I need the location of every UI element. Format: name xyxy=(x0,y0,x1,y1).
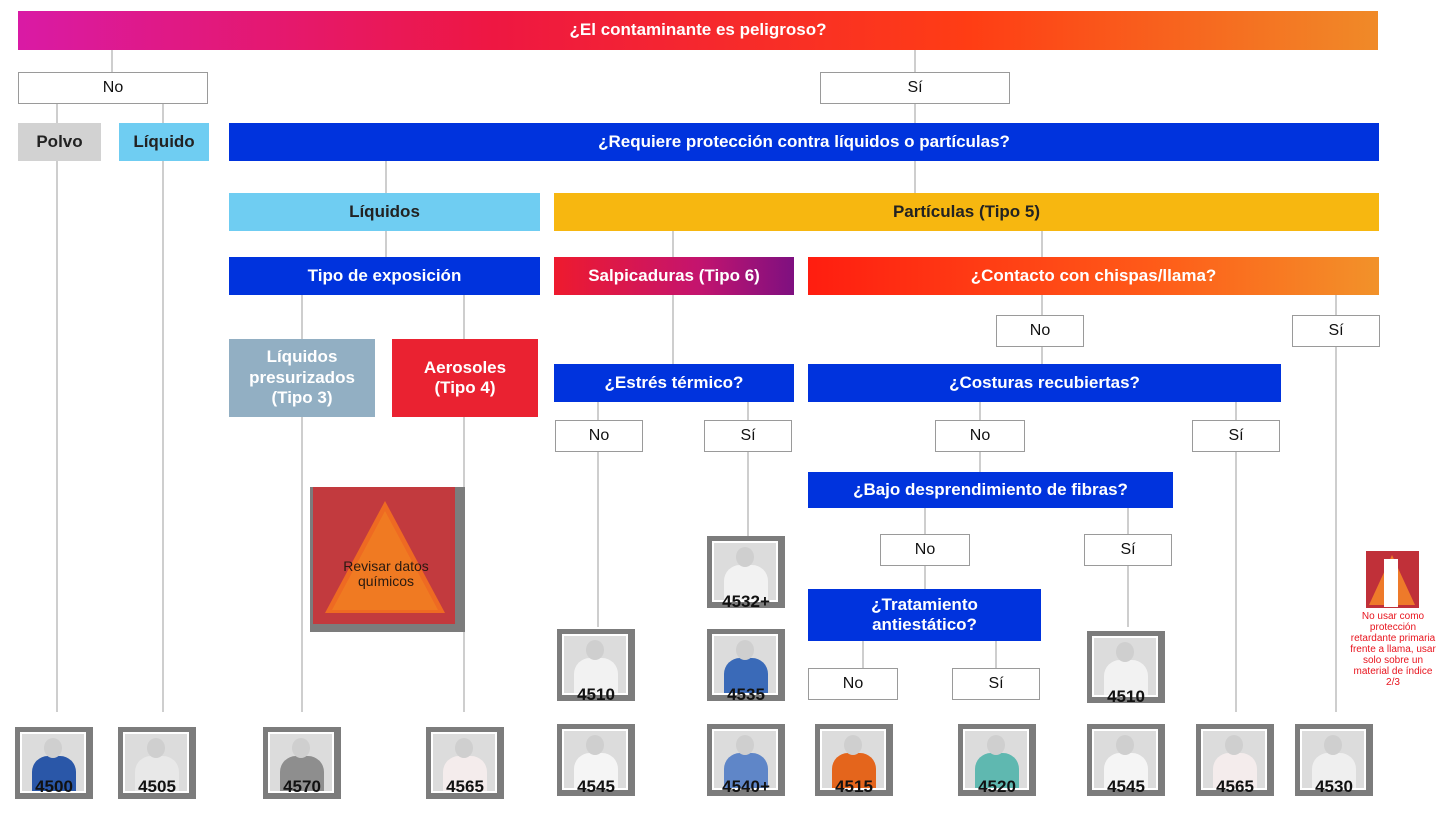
product-code: 4570 xyxy=(283,777,321,796)
product-image-4520 xyxy=(958,724,1036,796)
question-protection-type: ¿Requiere protección contra líquidos o p… xyxy=(229,123,1379,161)
flame-warning-icon xyxy=(1366,551,1419,608)
answer-no-thermal: No xyxy=(555,420,643,452)
answer-no-contaminant: No xyxy=(18,72,208,104)
product-code: 4545 xyxy=(577,777,615,796)
product-code: 4565 xyxy=(1216,777,1254,796)
node-liquidos: Líquidos xyxy=(229,193,540,231)
answer-si-antistatic: Sí xyxy=(952,668,1040,700)
node-presurizados: Líquidos presurizados (Tipo 3) xyxy=(229,339,375,417)
product-code: 4510 xyxy=(1107,687,1145,706)
answer-no-seams: No xyxy=(935,420,1025,452)
product-code: 4532+ xyxy=(722,592,770,611)
product-image-4570 xyxy=(263,727,341,799)
product-image-4510 xyxy=(557,629,635,701)
product-image-4510 xyxy=(1087,631,1165,703)
question-thermal-stress: ¿Estrés térmico? xyxy=(554,364,794,402)
answer-si-linting: Sí xyxy=(1084,534,1172,566)
node-salpicaduras: Salpicaduras (Tipo 6) xyxy=(554,257,794,295)
product-image-4545 xyxy=(1087,724,1165,796)
product-image-4515 xyxy=(815,724,893,796)
product-code: 4520 xyxy=(978,777,1016,796)
product-code: 4535 xyxy=(727,685,765,704)
answer-no-linting: No xyxy=(880,534,970,566)
question-antistatic: ¿Tratamiento antiestático? xyxy=(808,589,1041,641)
product-image-4532plus xyxy=(707,536,785,608)
question-spark-contact: ¿Contacto con chispas/llama? xyxy=(808,257,1379,295)
product-image-4505 xyxy=(118,727,196,799)
question-covered-seams: ¿Costuras recubiertas? xyxy=(808,364,1281,402)
product-image-4500 xyxy=(15,727,93,799)
answer-no-antistatic: No xyxy=(808,668,898,700)
flame-note-text: No usar como protección retardante prima… xyxy=(1350,611,1436,688)
answer-si-thermal: Sí xyxy=(704,420,792,452)
product-image-4535 xyxy=(707,629,785,701)
product-code: 4515 xyxy=(835,777,873,796)
answer-si-seams: Sí xyxy=(1192,420,1280,452)
product-code: 4565 xyxy=(446,777,484,796)
node-liquido: Líquido xyxy=(119,123,209,161)
product-code: 4500 xyxy=(35,777,73,796)
product-image-4540plus xyxy=(707,724,785,796)
node-particulas: Partículas (Tipo 5) xyxy=(554,193,1379,231)
question-contaminant-dangerous: ¿El contaminante es peligroso? xyxy=(18,11,1378,50)
product-image-4565 xyxy=(1196,724,1274,796)
product-image-4530 xyxy=(1295,724,1373,796)
product-code: 4540+ xyxy=(722,777,770,796)
product-code: 4505 xyxy=(138,777,176,796)
warning-text: Revisar datos químicos xyxy=(343,558,429,590)
product-image-4545 xyxy=(557,724,635,796)
answer-si-contaminant: Sí xyxy=(820,72,1010,104)
warning-triangle-icon: Revisar datos químicos xyxy=(310,487,465,632)
node-aerosoles: Aerosoles (Tipo 4) xyxy=(392,339,538,417)
node-tipo-exposicion: Tipo de exposición xyxy=(229,257,540,295)
product-code: 4545 xyxy=(1107,777,1145,796)
answer-si-spark: Sí xyxy=(1292,315,1380,347)
product-code: 4530 xyxy=(1315,777,1353,796)
product-image-4565 xyxy=(426,727,504,799)
product-code: 4510 xyxy=(577,685,615,704)
answer-no-spark: No xyxy=(996,315,1084,347)
question-low-linting: ¿Bajo desprendimiento de fibras? xyxy=(808,472,1173,508)
node-polvo: Polvo xyxy=(18,123,101,161)
